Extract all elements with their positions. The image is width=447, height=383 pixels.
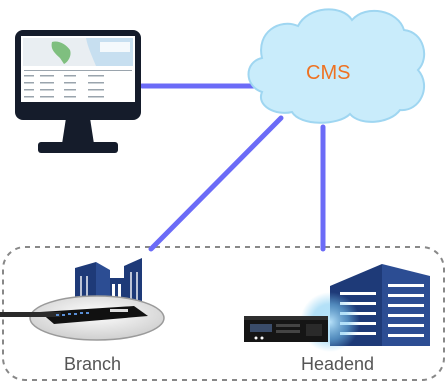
desktop-monitor-icon[interactable] xyxy=(15,30,141,153)
cms-cloud-icon[interactable] xyxy=(247,8,426,124)
headend-site[interactable] xyxy=(244,264,430,352)
network-appliance-icon xyxy=(0,306,148,324)
branch-label: Branch xyxy=(64,354,122,374)
branch-site[interactable] xyxy=(0,258,165,341)
connection-links xyxy=(139,83,326,252)
headend-label: Headend xyxy=(301,354,375,374)
rack-server-icon xyxy=(244,316,328,342)
link-cms-branch xyxy=(148,115,284,252)
map-dashboard-thumbnail xyxy=(23,38,133,98)
cms-label: CMS xyxy=(306,62,351,84)
